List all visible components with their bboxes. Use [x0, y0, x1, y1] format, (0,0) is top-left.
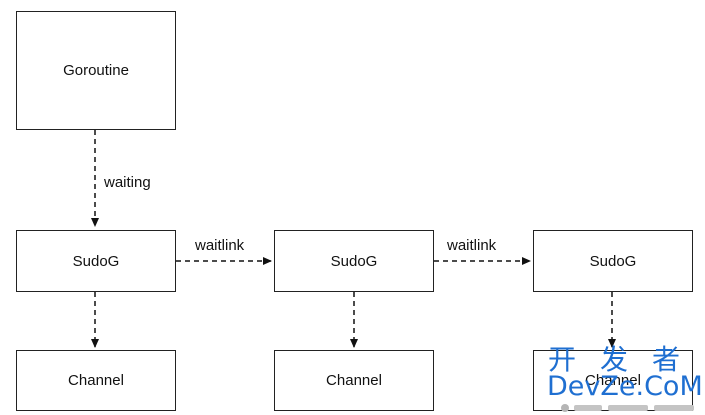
watermark-chinese: 开发者 — [548, 343, 705, 376]
watermark-caption-graphic — [561, 404, 694, 412]
sudog-label-3: SudoG — [589, 252, 637, 270]
edge-label-waitlink-1: waitlink — [195, 237, 245, 254]
sudog-node-2: SudoG — [274, 230, 434, 292]
sudog-label-2: SudoG — [330, 252, 378, 270]
sudog-node-1: SudoG — [16, 230, 176, 292]
channel-node-2: Channel — [274, 350, 434, 411]
edge-label-waiting: waiting — [104, 174, 151, 191]
channel-label-1: Channel — [68, 372, 124, 389]
channel-node-3: Channel — [533, 350, 693, 411]
goroutine-node: Goroutine — [16, 11, 176, 130]
channel-label-2: Channel — [326, 372, 382, 389]
channel-label-3: Channel — [585, 372, 641, 389]
sudog-node-3: SudoG — [533, 230, 693, 292]
edge-label-waitlink-2: waitlink — [447, 237, 497, 254]
channel-node-1: Channel — [16, 350, 176, 411]
watermark-latin: DevZe.CoM — [547, 371, 703, 402]
goroutine-label: Goroutine — [63, 62, 129, 79]
watermark-caption-blur — [560, 400, 700, 415]
sudog-label-1: SudoG — [72, 252, 120, 270]
